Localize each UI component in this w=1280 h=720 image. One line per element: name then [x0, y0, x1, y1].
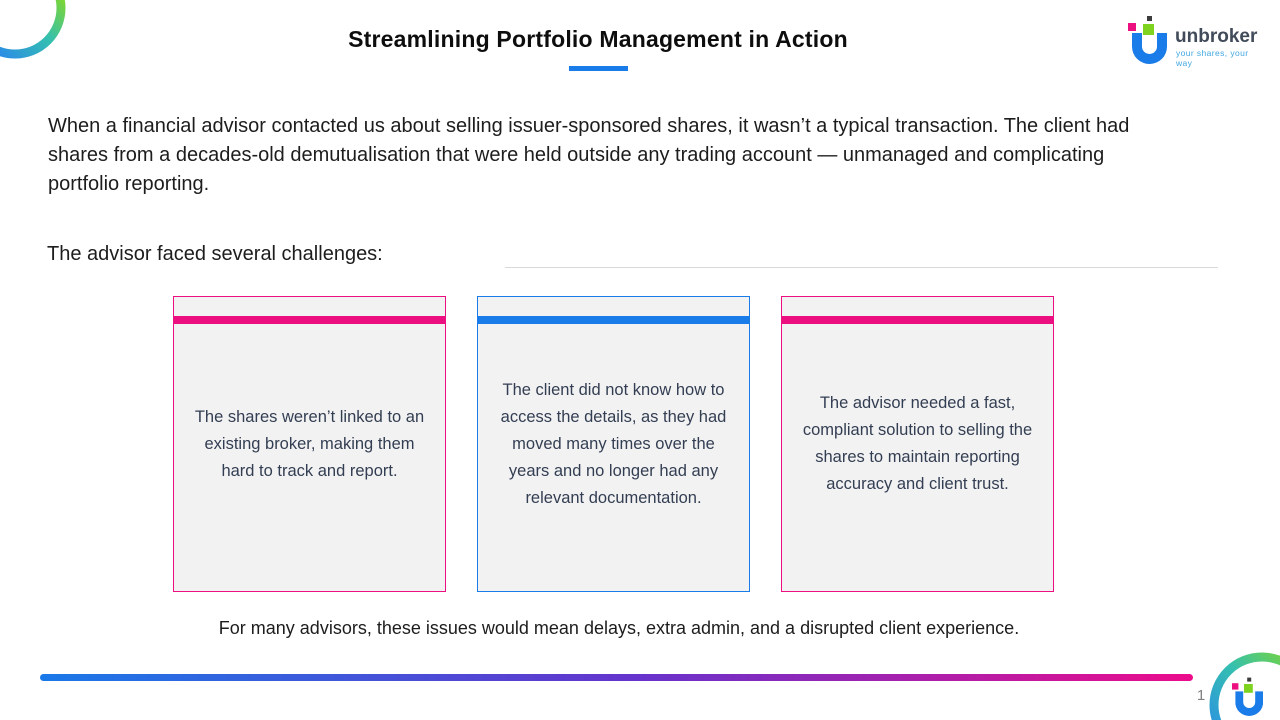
title-block: Streamlining Portfolio Management in Act…: [0, 26, 1196, 71]
logo-square-pink-icon: [1128, 23, 1136, 31]
card-accent-bar: [782, 316, 1053, 324]
heading-divider-line: [505, 267, 1218, 268]
page-title: Streamlining Portfolio Management in Act…: [348, 26, 848, 52]
logo-square-dark-icon: [1147, 16, 1152, 21]
logo-square-pink-icon: [1232, 683, 1239, 690]
challenges-heading: The advisor faced several challenges:: [47, 243, 383, 265]
footnote-text: For many advisors, these issues would me…: [218, 618, 1020, 638]
page-number: 1: [1196, 687, 1206, 704]
footer-unbroker-logo-icon: [1232, 676, 1270, 716]
challenge-card-2: The client did not know how to access th…: [477, 296, 750, 592]
brand-tagline: your shares, your way: [1176, 48, 1249, 68]
logo-u-shape-icon: [1235, 691, 1264, 716]
corner-ring-decoration-top-left: [0, 0, 66, 59]
challenge-card-1: The shares weren’t linked to an existing…: [173, 296, 446, 592]
unbroker-logo-icon: [1128, 14, 1176, 64]
challenge-card-text: The advisor needed a fast, compliant sol…: [802, 394, 1033, 493]
brand-logo: unbroker your shares, your way: [1128, 14, 1257, 68]
card-accent-bar: [174, 316, 445, 324]
footnote-block: For many advisors, these issues would me…: [0, 618, 1238, 639]
brand-name: unbroker: [1175, 26, 1258, 47]
intro-paragraph-text: When a financial advisor contacted us ab…: [48, 115, 1130, 195]
challenge-card-text: The client did not know how to access th…: [500, 380, 727, 507]
intro-paragraph: When a financial advisor contacted us ab…: [48, 112, 1198, 199]
footer-gradient-line: [40, 674, 1193, 681]
logo-square-green-icon: [1244, 684, 1253, 693]
challenge-card-3: The advisor needed a fast, compliant sol…: [781, 296, 1054, 592]
title-underline: [568, 66, 628, 71]
card-accent-bar: [478, 316, 749, 324]
challenge-card-text: The shares weren’t linked to an existing…: [194, 407, 425, 480]
logo-u-shape-icon: [1132, 33, 1167, 64]
logo-square-green-icon: [1143, 24, 1154, 35]
corner-ring-decoration-bottom-right: [1209, 652, 1280, 720]
logo-square-dark-icon: [1247, 677, 1252, 682]
